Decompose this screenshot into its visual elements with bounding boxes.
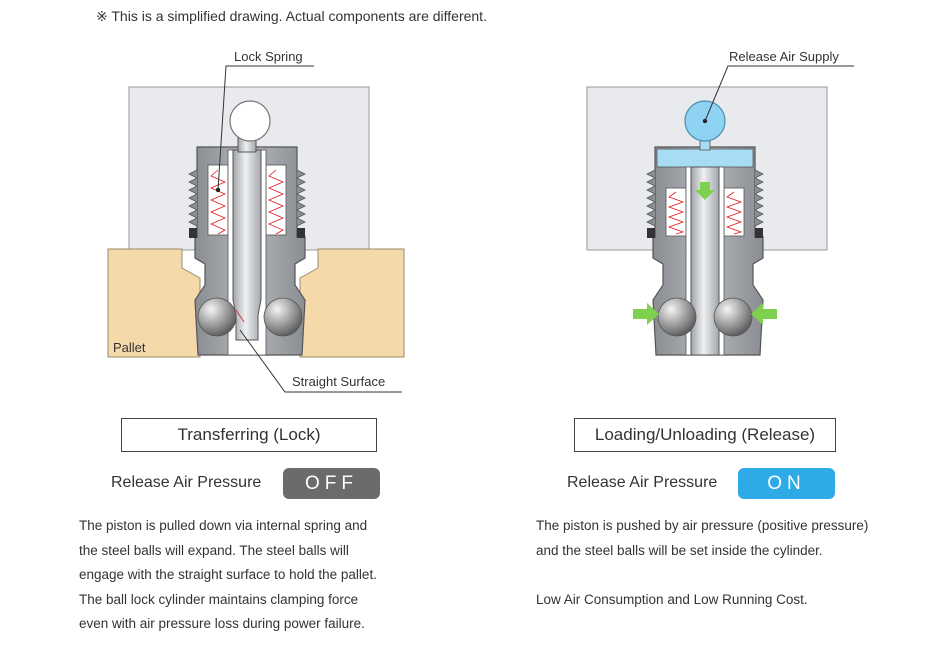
straight-surface-leader [239,329,402,393]
left-pressure-label: Release Air Pressure [111,474,262,491]
pressure-on-badge: ON [738,468,835,499]
right-thread-teeth [646,169,764,227]
pressure-off-badge: OFF [283,468,380,499]
right-description-line: The piston is pushed by air pressure (po… [536,518,869,533]
left-description-line: the steel balls will expand. The steel b… [79,542,349,558]
left-spring-l [209,169,227,235]
inward-arrow-right-icon [751,303,777,325]
right-description-line: and the steel balls will be set inside t… [536,542,823,558]
left-pallet [107,248,405,358]
right-steel-ball-r [713,297,753,337]
left-piston [232,149,262,341]
down-arrow-icon [695,182,715,200]
left-steel-ball-r [263,297,303,337]
release-air-supply-label: Release Air Supply [729,49,839,64]
inward-arrow-left-icon [633,303,659,325]
right-description-line [536,563,936,588]
left-steel-ball-l [197,297,237,337]
lock-spring-leader [217,65,314,191]
right-figure [586,65,854,356]
straight-surface-label: Straight Surface [292,374,386,389]
left-state-title: Transferring (Lock) [121,418,377,452]
right-description-line: Low Air Consumption and Low Running Cost… [536,591,808,607]
right-piston [690,166,720,356]
left-description-line: The piston is pulled down via internal s… [79,518,368,533]
left-spring-r [267,169,285,235]
right-air-chamber [656,148,754,168]
left-description-line: even with air pressure loss during power… [79,616,365,631]
release-air-leader [704,65,854,122]
left-figure [107,65,405,393]
left-description: The piston is pulled down via internal s… [79,514,459,637]
left-description-line: The ball lock cylinder maintains clampin… [79,591,359,607]
disclaimer-note: ※ This is a simplified drawing. Actual c… [96,8,487,24]
right-description: The piston is pushed by air pressure (po… [536,514,936,612]
left-piston-head-ball [229,100,271,142]
left-thread-teeth [188,169,306,227]
lock-spring-label: Lock Spring [234,49,303,64]
right-steel-ball-l [657,297,697,337]
right-pressure-label: Release Air Pressure [567,474,718,491]
left-description-line: engage with the straight surface to hold… [79,567,377,582]
pallet-label: Pallet [113,340,146,355]
right-state-title: Loading/Unloading (Release) [574,418,836,452]
